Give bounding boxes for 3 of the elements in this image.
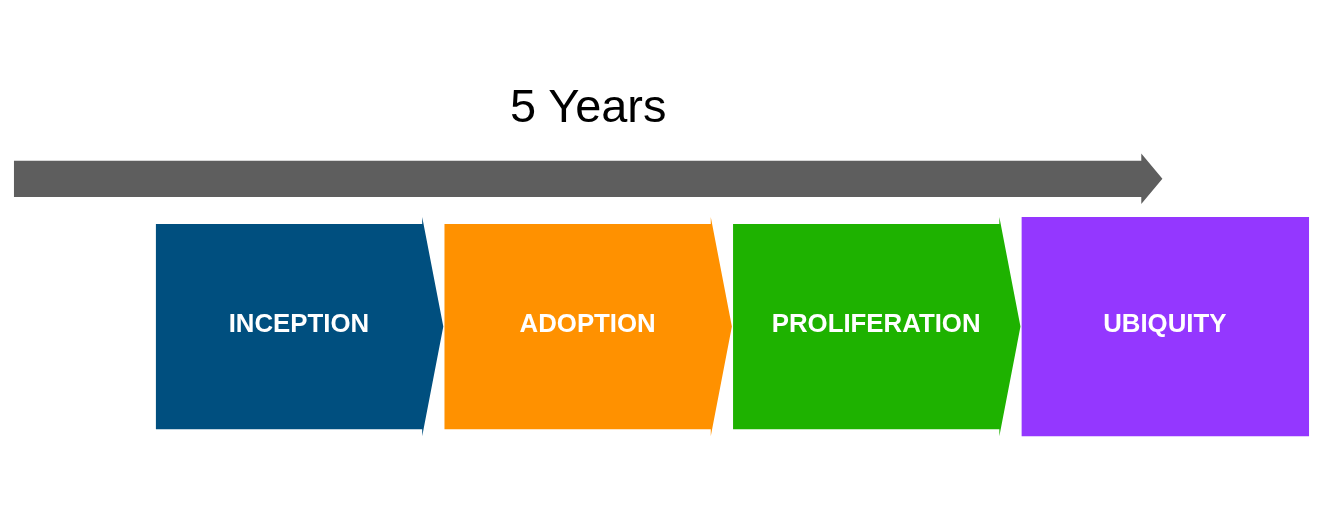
node-label: 5 Years: [509, 79, 667, 132]
node-arrow: [13, 153, 1163, 205]
node-box: UBIQUITY: [1021, 216, 1310, 437]
